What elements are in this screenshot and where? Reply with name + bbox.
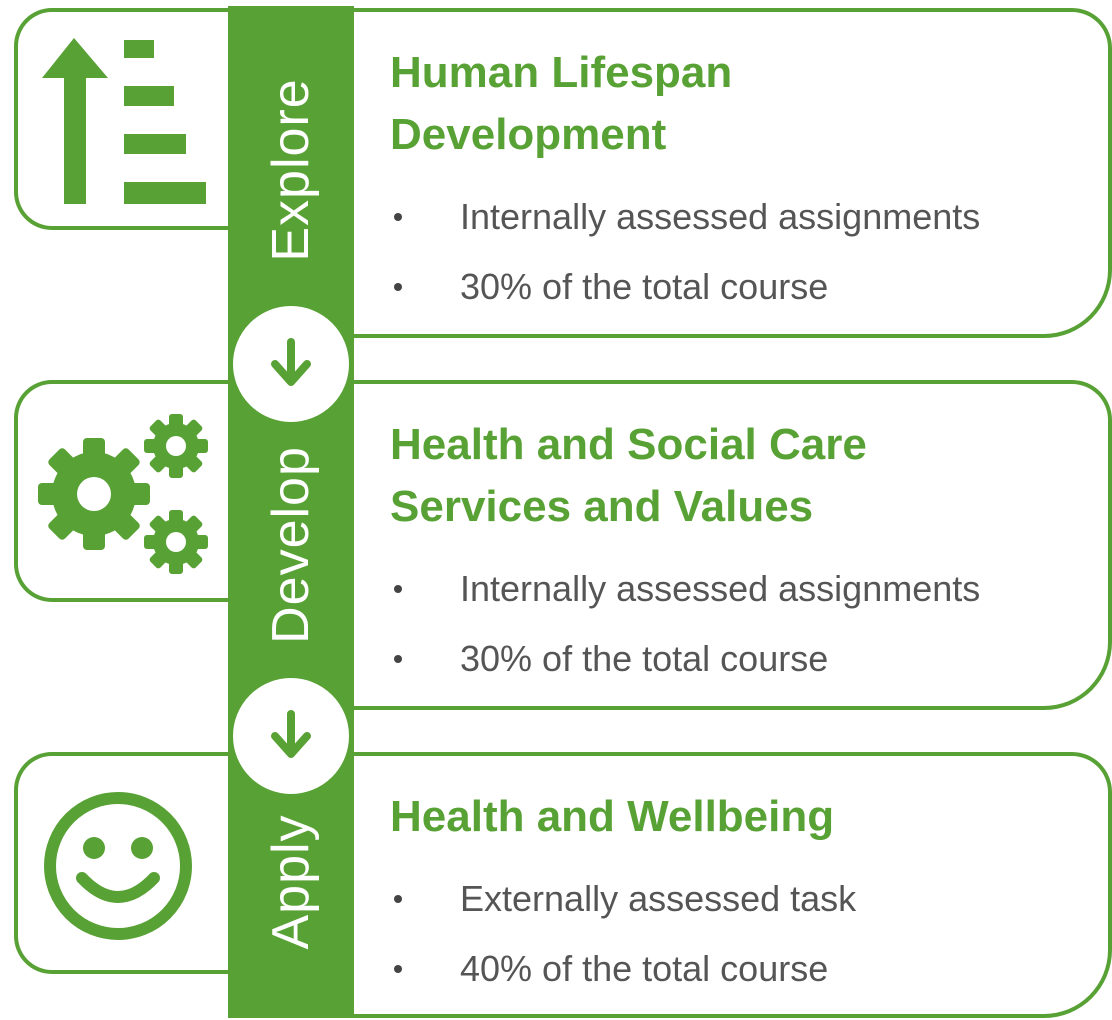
bullet-item: Internally assessed assignments — [390, 182, 980, 252]
bullet-text: 30% of the total course — [460, 266, 829, 307]
sort-ascending-icon — [42, 38, 206, 204]
bullet-dot — [394, 585, 402, 593]
stage-label-apply: Apply — [262, 814, 320, 950]
stage-2-bullet-list: Internally assessed assignments 30% of t… — [390, 554, 980, 694]
smiley-face-icon — [44, 792, 192, 940]
bullet-text: Internally assessed assignments — [460, 196, 981, 237]
stage-bar — [228, 6, 354, 1018]
connector-1 — [229, 302, 353, 426]
stage-label-explore: Explore — [262, 78, 320, 262]
bullet-item: 30% of the total course — [390, 624, 980, 694]
bullet-text: 40% of the total course — [460, 948, 829, 989]
arrow-down-icon — [271, 710, 311, 758]
stage-1-content-panel — [330, 8, 1112, 338]
bullet-text: Externally assessed task — [460, 878, 857, 919]
stage-2-title: Health and Social Care Services and Valu… — [390, 414, 867, 538]
bullet-text: 30% of the total course — [460, 638, 829, 679]
bullet-item: Externally assessed task — [390, 864, 856, 934]
stage-3-content-panel — [330, 752, 1112, 1018]
bullet-dot — [394, 655, 402, 663]
stage-1-title-line-2: Development — [390, 110, 667, 159]
stage-1-title: Human Lifespan Development — [390, 42, 732, 166]
bullet-dot — [394, 283, 402, 291]
bullet-dot — [394, 965, 402, 973]
stage-1-title-line-1: Human Lifespan — [390, 48, 733, 97]
bullet-dot — [394, 213, 402, 221]
bullet-item: Internally assessed assignments — [390, 554, 980, 624]
arrow-down-icon — [271, 338, 311, 386]
stage-3-bullet-list: Externally assessed task 40% of the tota… — [390, 864, 856, 1004]
bullet-item: 30% of the total course — [390, 252, 980, 322]
connector-2 — [229, 674, 353, 798]
stage-2-title-line-1: Health and Social Care — [390, 420, 867, 469]
stage-2-title-line-2: Services and Values — [390, 482, 814, 531]
stage-2-content-panel — [330, 380, 1112, 710]
stage-3-title: Health and Wellbeing — [390, 786, 834, 848]
stage-label-develop: Develop — [262, 446, 320, 644]
gears-icon — [38, 414, 208, 574]
stage-3-title-line-1: Health and Wellbeing — [390, 792, 835, 841]
bullet-item: 40% of the total course — [390, 934, 856, 1004]
bullet-dot — [394, 895, 402, 903]
stage-1-bullet-list: Internally assessed assignments 30% of t… — [390, 182, 980, 322]
bullet-text: Internally assessed assignments — [460, 568, 981, 609]
